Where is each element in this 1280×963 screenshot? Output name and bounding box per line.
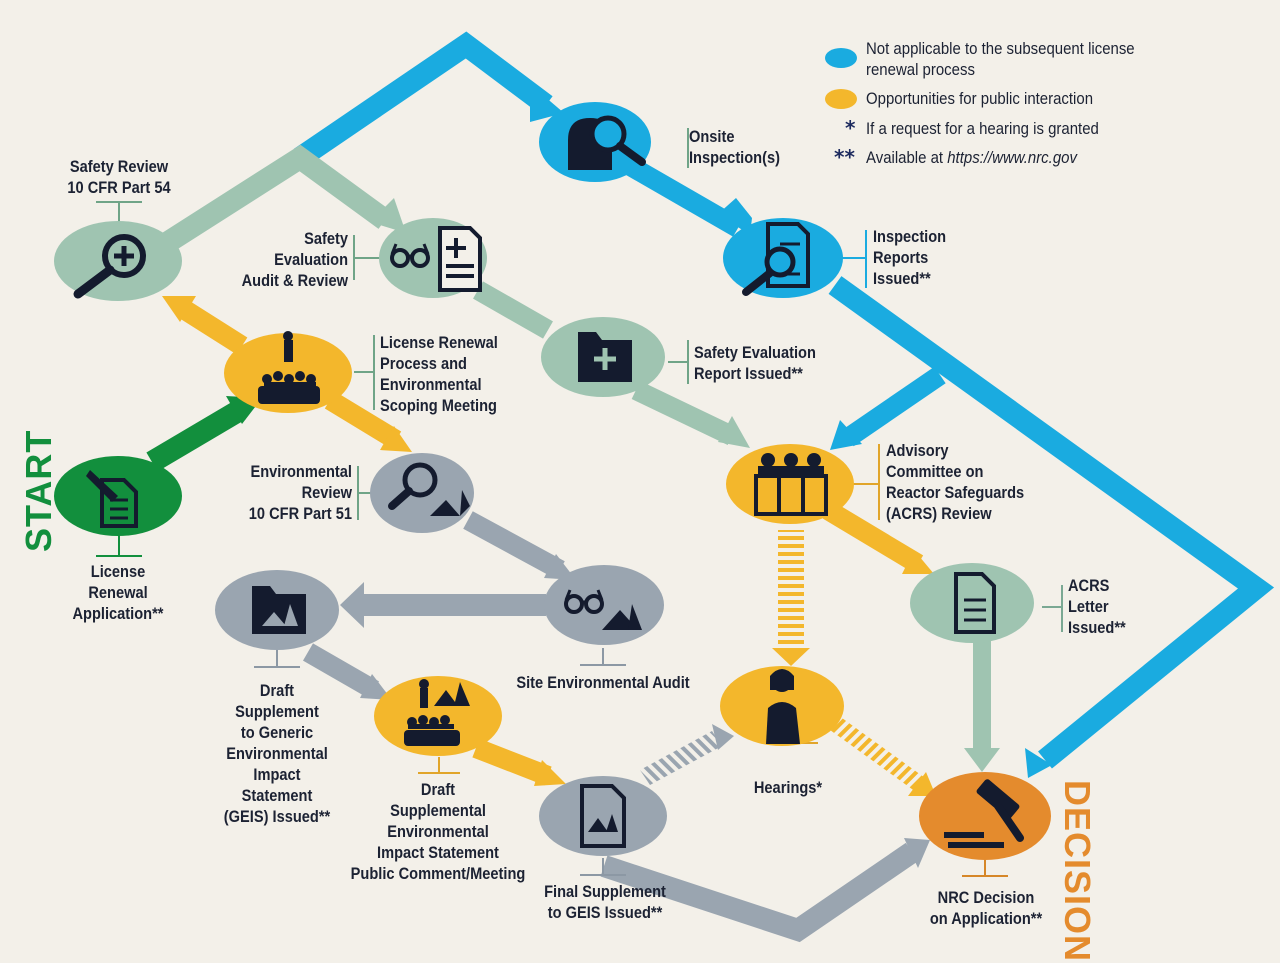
safety-audit-node bbox=[379, 218, 487, 298]
magnifier-plus-icon bbox=[73, 234, 146, 299]
meeting-icon bbox=[258, 331, 320, 404]
site-audit-node bbox=[544, 565, 664, 645]
hearings-label: Hearings* bbox=[753, 778, 823, 797]
draft-meeting-node bbox=[374, 676, 502, 756]
onsite-inspection-node bbox=[539, 102, 651, 182]
legend-blue-swatch bbox=[825, 48, 857, 68]
inspection-reports-node bbox=[723, 218, 843, 298]
start-label: START bbox=[18, 429, 59, 552]
safety-review-node bbox=[54, 221, 182, 301]
site-audit-label: Site Environmental Audit bbox=[516, 673, 690, 692]
gavel-icon bbox=[944, 779, 1024, 848]
start-route bbox=[146, 396, 262, 472]
judge-icon bbox=[766, 669, 800, 744]
glasses-document-icon bbox=[390, 226, 482, 292]
meeting-trees-icon bbox=[404, 679, 470, 746]
decision-label-text: NRC Decision on Application** bbox=[929, 888, 1043, 928]
hearings-node bbox=[720, 666, 844, 746]
legend-double-star-prefix: Available at bbox=[866, 148, 948, 167]
document-trees-icon bbox=[580, 784, 626, 848]
decision-node bbox=[919, 772, 1051, 860]
legend-yellow-text: Opportunities for public interaction bbox=[866, 89, 1094, 108]
magnifier-trees-icon bbox=[388, 462, 470, 516]
legend-double-star-text: Available at https://www.nrc.gov bbox=[866, 147, 1077, 168]
public-route bbox=[162, 296, 936, 796]
legend-blue-text: Not applicable to the subsequent license… bbox=[866, 39, 1135, 79]
onsite-inspection-label: Onsite Inspection(s) bbox=[689, 127, 780, 167]
folder-plus-icon bbox=[578, 332, 632, 382]
inspection-icon bbox=[568, 115, 646, 170]
folder-trees-icon bbox=[252, 586, 306, 634]
env-review-label: Environmental Review 10 CFR Part 51 bbox=[248, 462, 352, 523]
blue-arrowhead bbox=[1025, 748, 1052, 778]
scoping-meeting-label: License Renewal Process and Environmenta… bbox=[380, 333, 498, 415]
safety-review-label: Safety Review 10 CFR Part 54 bbox=[67, 157, 171, 197]
committee-icon bbox=[754, 453, 828, 516]
report-magnifier-icon bbox=[742, 222, 810, 296]
final-geis-node bbox=[539, 776, 667, 856]
draft-geis-label: Draft Supplement to Generic Environmenta… bbox=[223, 681, 331, 826]
glasses-trees-icon bbox=[564, 589, 642, 630]
env-review-node bbox=[370, 453, 474, 533]
safety-route bbox=[156, 144, 1000, 772]
acrs-letter-label: ACRS Letter Issued** bbox=[1068, 576, 1126, 637]
scoping-meeting-node bbox=[224, 331, 352, 413]
application-node bbox=[54, 456, 182, 536]
draft-geis-node bbox=[215, 570, 339, 650]
ser-issued-label: Safety Evaluation Report Issued** bbox=[694, 343, 816, 383]
document-pen-icon bbox=[86, 470, 138, 528]
inspection-reports-label: Inspection Reports Issued** bbox=[873, 227, 947, 288]
safety-audit-label: Safety Evaluation Audit & Review bbox=[241, 229, 348, 290]
acrs-review-node bbox=[726, 444, 854, 524]
legend-star-symbol: * bbox=[845, 116, 856, 140]
blue-arrowhead bbox=[530, 84, 564, 122]
application-label: License Renewal Application** bbox=[72, 562, 164, 623]
draft-meeting-label: Draft Supplemental Environmental Impact … bbox=[350, 780, 526, 883]
legend-star-text: If a request for a hearing is granted bbox=[866, 119, 1099, 138]
legend-url: https://www.nrc.gov bbox=[947, 148, 1077, 167]
acrs-review-label: Advisory Committee on Reactor Safeguards… bbox=[886, 441, 1025, 523]
ser-issued-node bbox=[541, 317, 665, 397]
acrs-letter-node bbox=[910, 563, 1034, 643]
letter-icon bbox=[954, 572, 996, 634]
final-geis-label: Final Supplement to GEIS Issued** bbox=[544, 882, 666, 922]
decision-label: DECISION bbox=[1057, 780, 1098, 963]
blue-route bbox=[293, 31, 1275, 778]
label-ticks bbox=[96, 128, 689, 520]
legend-yellow-swatch bbox=[825, 89, 857, 109]
legend-double-star-symbol: ** bbox=[834, 145, 855, 169]
environmental-route bbox=[303, 511, 930, 943]
